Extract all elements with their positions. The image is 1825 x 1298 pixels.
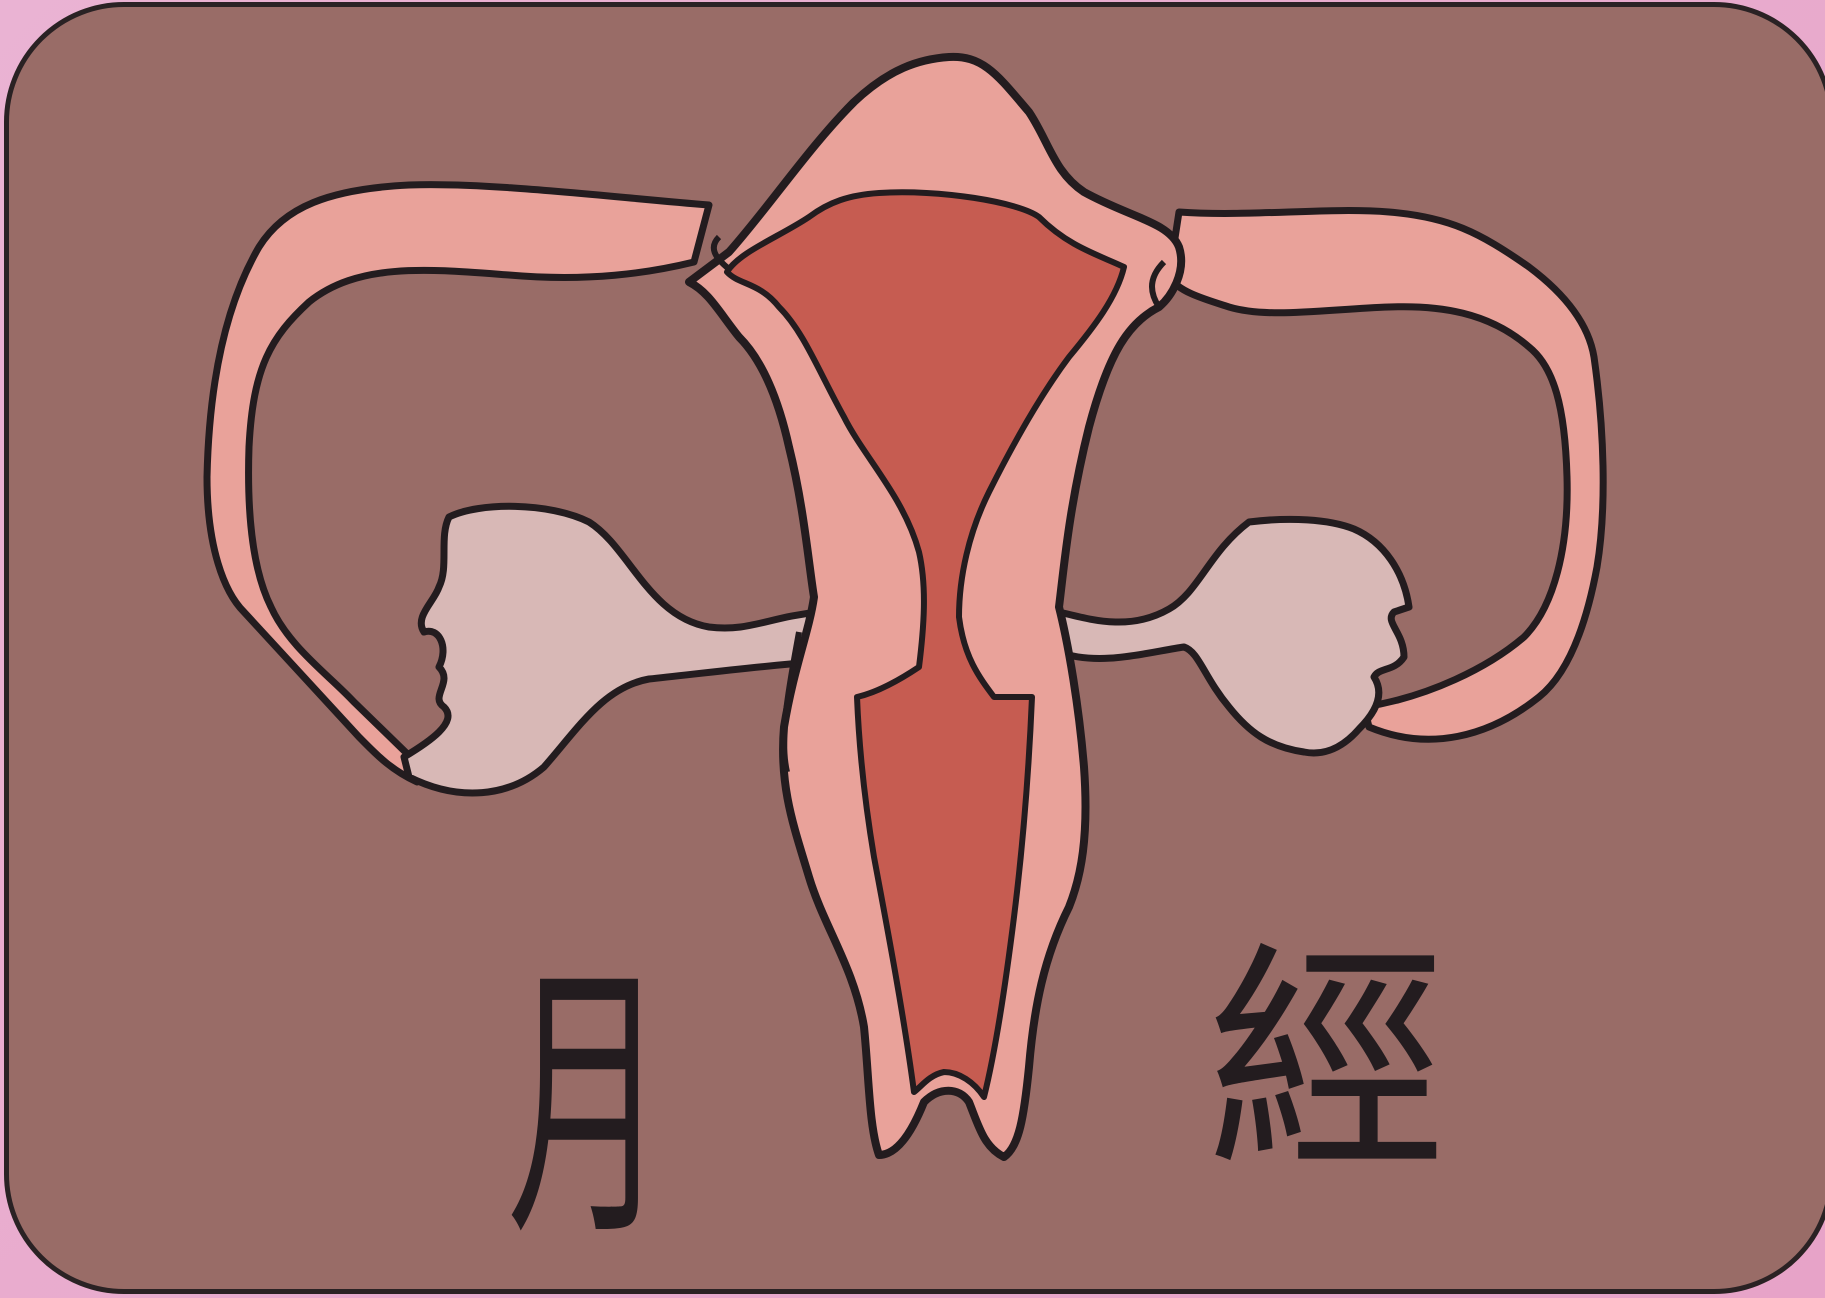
- left-ovary: [404, 506, 819, 793]
- caption-character-left: 月: [507, 963, 667, 1253]
- illustration-card: 月 經: [4, 2, 1825, 1294]
- caption-character-right: 經: [1207, 942, 1447, 1182]
- right-ovary: [1059, 519, 1409, 753]
- uterus-illustration: [9, 7, 1825, 1294]
